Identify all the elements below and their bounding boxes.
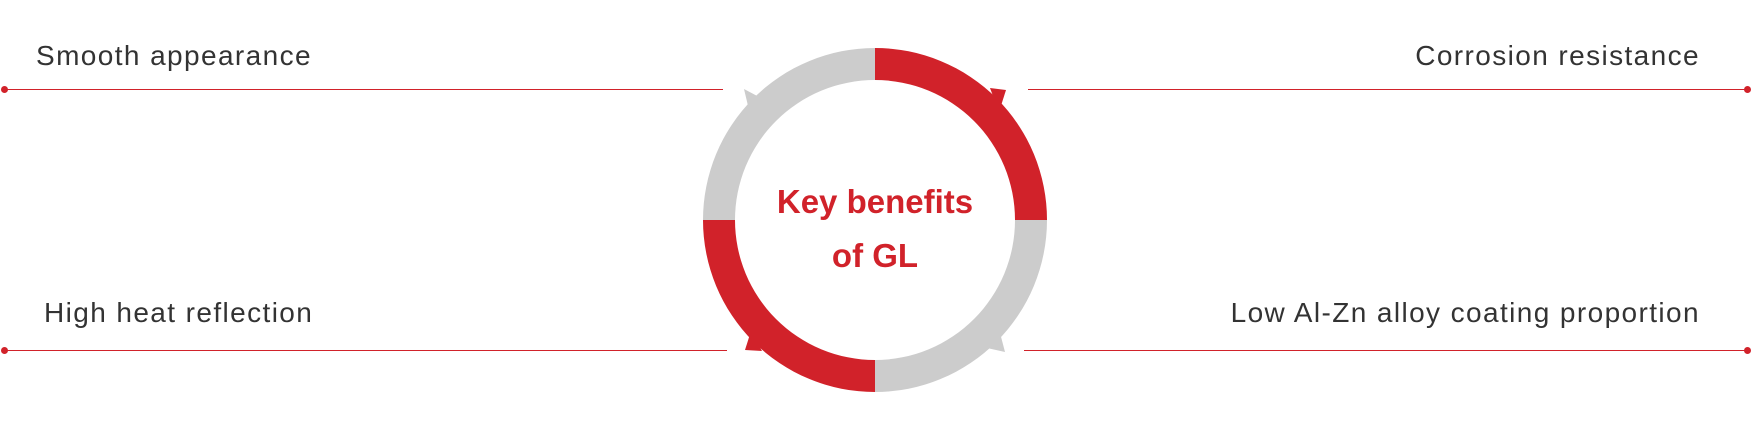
- connector-line-bottom-left: [4, 349, 727, 351]
- connector-endpoint-bottom-right: [1744, 347, 1751, 354]
- arrowhead-bottom-left: [745, 331, 762, 351]
- connector-endpoint-bottom-left: [1, 347, 8, 354]
- benefit-low-alzn-coating: Low Al-Zn alloy coating proportion: [1230, 297, 1700, 328]
- ring-segment-bottom-left: [703, 220, 875, 392]
- arrowhead-bottom-right: [987, 329, 1005, 352]
- connector-line-top-left: [4, 88, 723, 90]
- benefit-smooth-appearance: Smooth appearance: [36, 40, 312, 71]
- center-title-line1: Key benefits: [776, 183, 974, 220]
- arrowhead-top-left: [744, 89, 761, 110]
- connector-endpoint-top-right: [1744, 86, 1751, 93]
- arrowhead-top-right: [990, 88, 1006, 112]
- benefit-high-heat-reflection: High heat reflection: [44, 297, 314, 328]
- center-title-line2: of GL: [831, 237, 919, 274]
- benefit-corrosion-resistance: Corrosion resistance: [1415, 40, 1700, 71]
- connector-line-top-right: [1028, 88, 1748, 90]
- ring-segment-top-left: [703, 48, 875, 220]
- connector-endpoint-top-left: [1, 86, 8, 93]
- connector-line-bottom-right: [1024, 349, 1748, 351]
- ring-segment-top-right: [875, 48, 1047, 220]
- ring-segment-bottom-right: [875, 220, 1047, 392]
